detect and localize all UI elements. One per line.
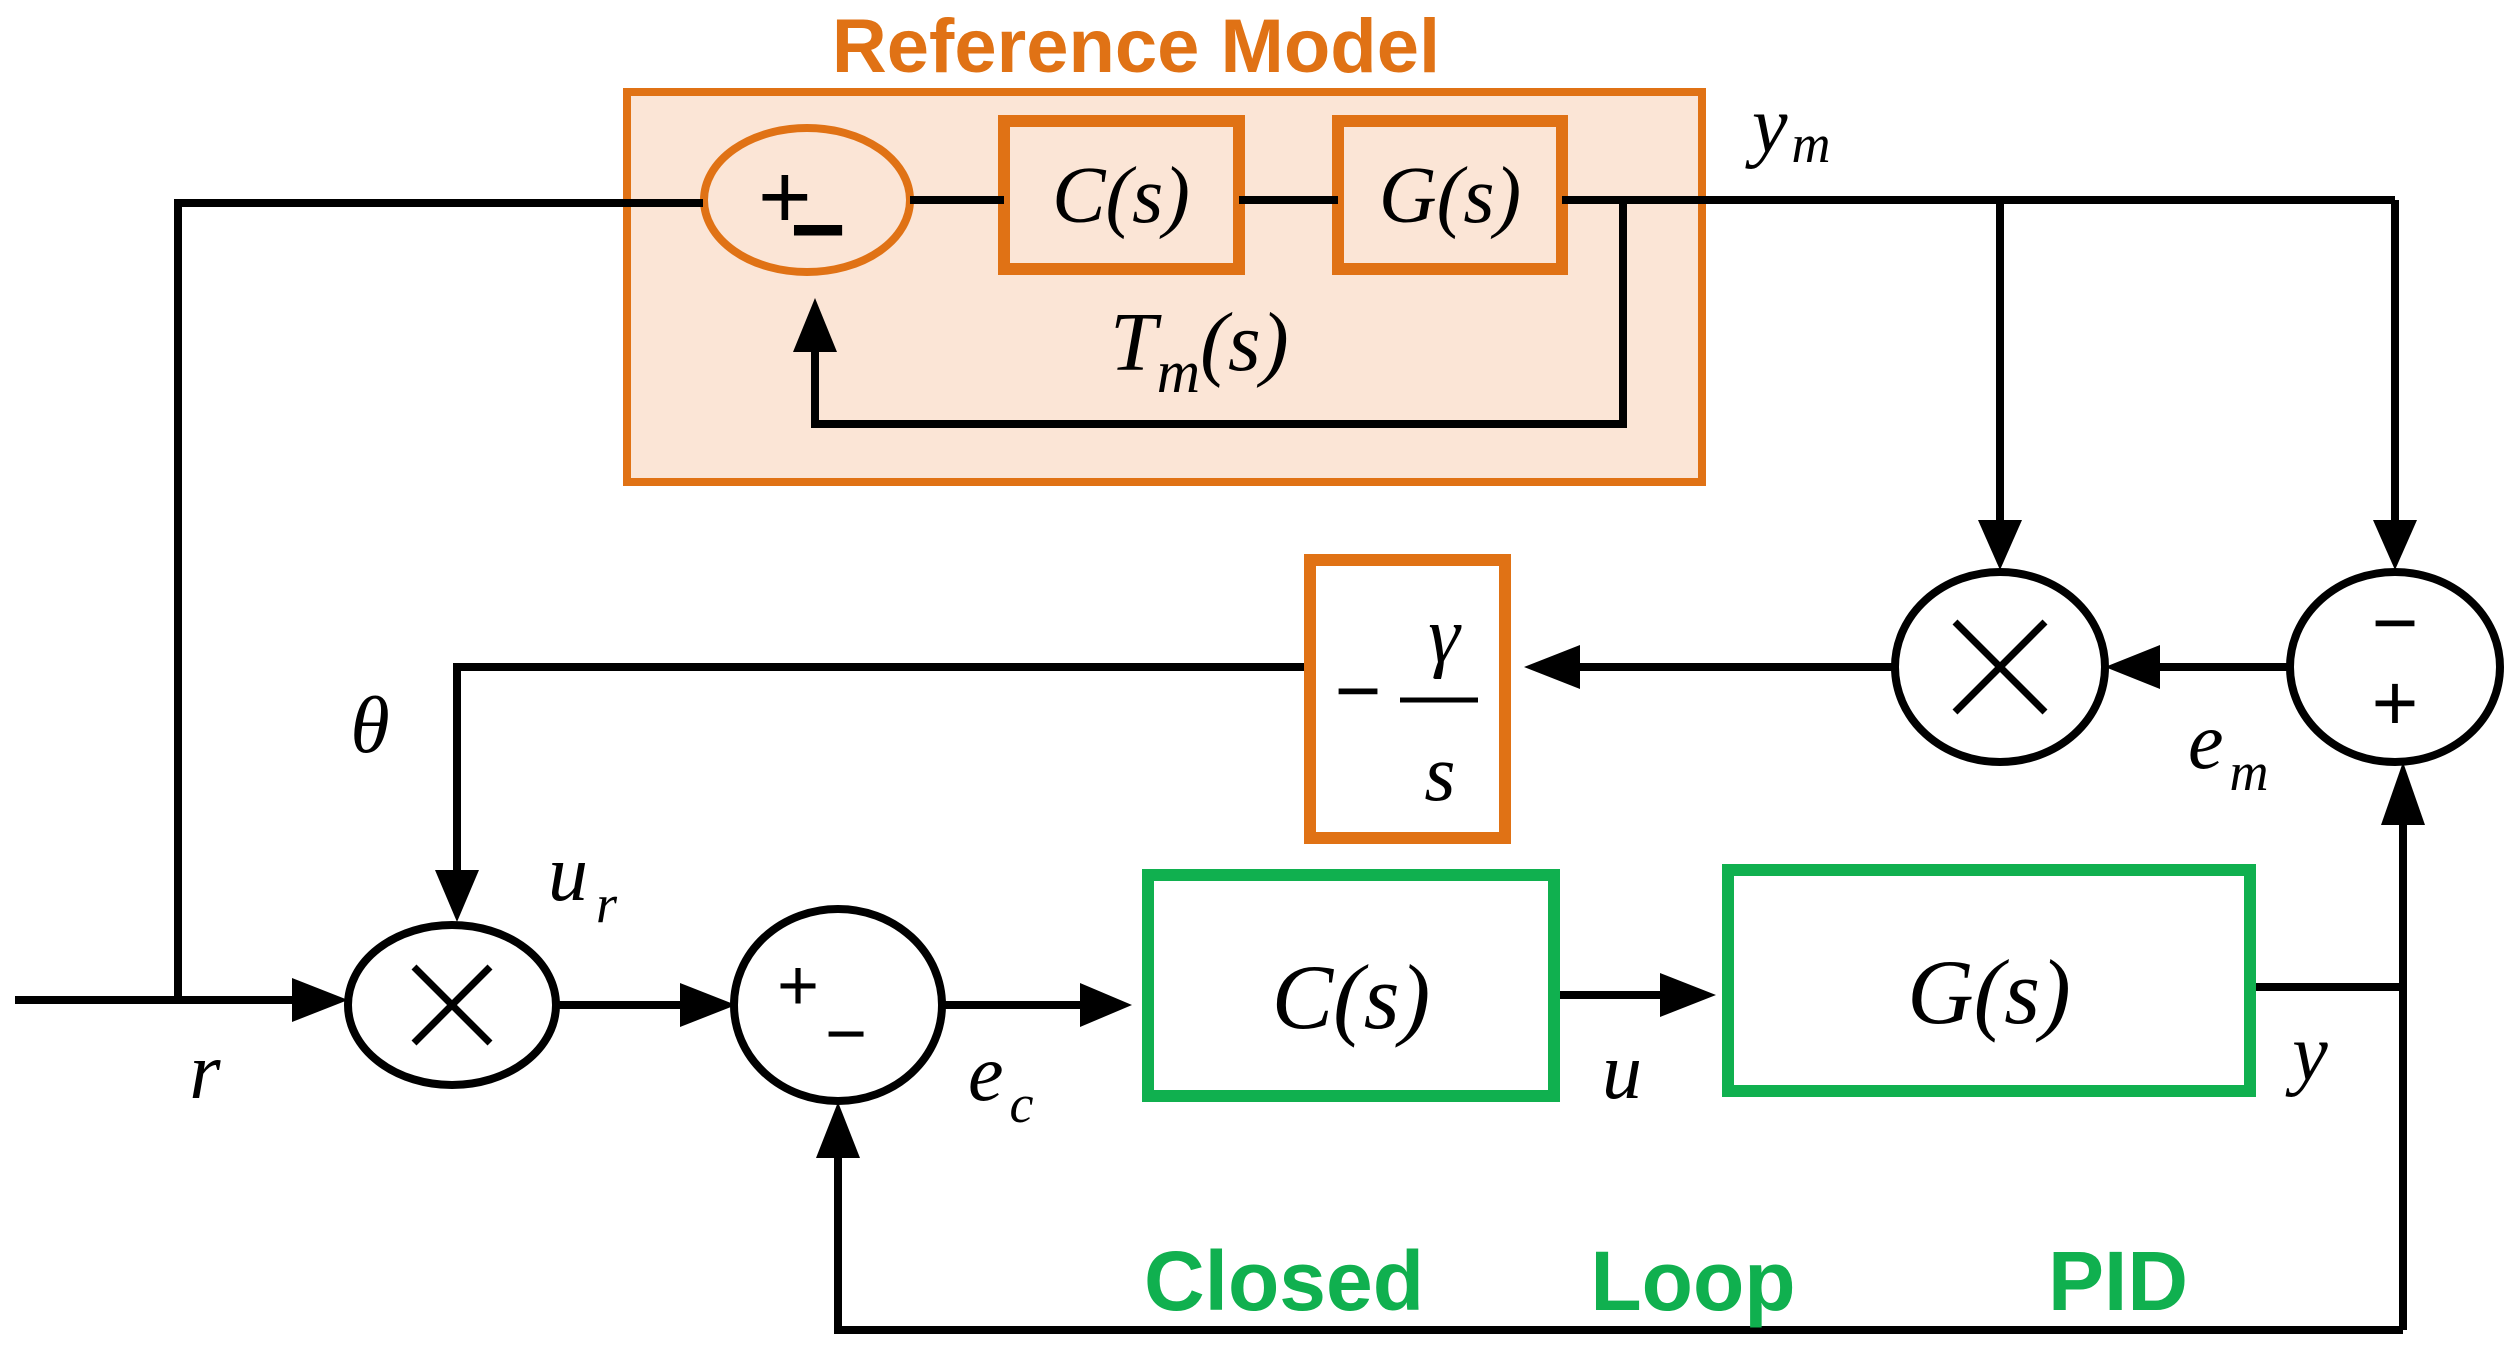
signal-label-u: u: [1602, 1028, 1642, 1116]
main-multiplier-cross: [411, 964, 493, 1046]
signal-label-ym: ym: [1745, 82, 1831, 174]
signal-arrowheads: [292, 520, 2425, 1158]
reference-sum-plus: +: [758, 146, 812, 248]
main-plant-block: [1722, 864, 2256, 1097]
adaptation-gain-numerator: γ: [1428, 592, 1462, 680]
adaptation-gain-denominator: s: [1424, 730, 1455, 818]
main-sum-plus: +: [777, 946, 819, 1026]
reference-transfer-label: Tm(s): [1110, 296, 1289, 405]
adaptation-multiplier-cross: [1952, 619, 2048, 715]
signal-label-y: y: [2285, 1010, 2328, 1098]
main-controller-block: [1142, 869, 1560, 1102]
reference-model-wiring: [811, 196, 1627, 428]
reference-sum-minus: −: [790, 176, 846, 283]
reference-controller-label: C(s): [1052, 152, 1190, 240]
error-sum-minus: −: [2372, 578, 2419, 667]
reference-plant-label: G(s): [1379, 152, 1521, 240]
signal-wiring: [15, 196, 2407, 1334]
reference-feedback-arrowhead: [793, 298, 837, 352]
adaptation-gain-sign: −: [1335, 646, 1382, 735]
main-sum-junction: [730, 905, 946, 1105]
main-plant-label: G(s): [1907, 941, 2071, 1043]
error-sum-plus: +: [2372, 658, 2419, 747]
footer-word-closed: Closed: [1144, 1234, 1424, 1328]
signal-label-theta: θ: [350, 682, 389, 770]
main-controller-label: C(s): [1272, 946, 1430, 1048]
footer-word-pid: PID: [2048, 1234, 2188, 1328]
error-sum-junction: [2286, 568, 2504, 766]
reference-model-title: Reference Model: [832, 4, 1440, 89]
reference-controller-block: [998, 115, 1245, 275]
main-sum-minus: −: [825, 994, 867, 1074]
signal-label-r: r: [189, 1028, 221, 1116]
footer-word-loop: Loop: [1590, 1234, 1795, 1328]
reference-plant-block: [1332, 115, 1568, 275]
